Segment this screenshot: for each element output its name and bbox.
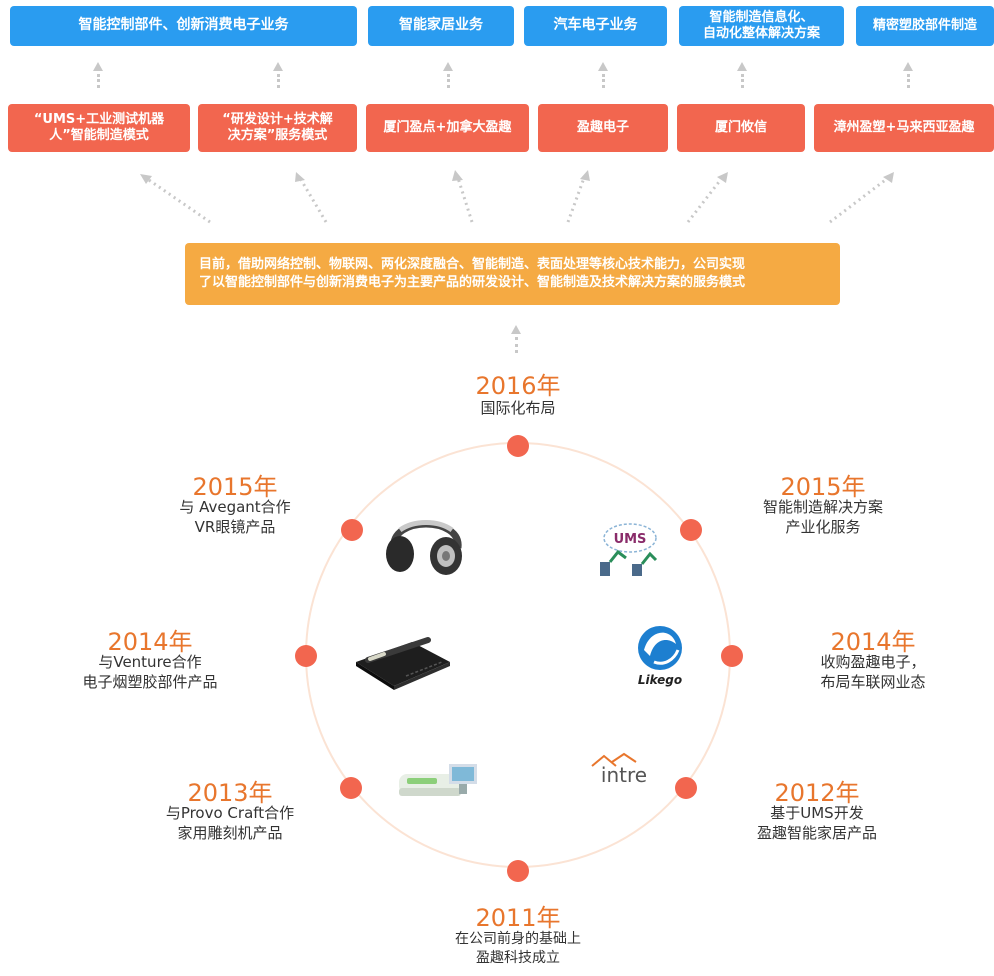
milestone-desc: 与 Avegant合作 VR眼镜产品 [179,498,291,537]
milestone-year: 2011年 [475,904,561,932]
arrow-head [140,174,152,184]
arrow-head [452,170,463,181]
connector-dots [829,176,889,224]
connector-dots [566,177,586,223]
business-label: 智能控制部件、创新消费电子业务 [78,17,289,34]
summary-box: 目前，借助网络控制、物联网、两化深度融合、智能制造、表面处理等核心技术能力，公司… [185,243,840,305]
subsidiary-label: “研发设计+技术解 决方案”服务模式 [222,111,333,143]
subsidiary-box: “研发设计+技术解 决方案”服务模式 [198,104,357,152]
milestone-node [341,519,363,541]
connector-dots [145,176,211,224]
milestone-desc: 与Venture合作 电子烟塑胶部件产品 [82,653,218,692]
subsidiary-label: “UMS+工业测试机器 人”智能制造模式 [33,111,165,143]
milestone-year: 2016年 [475,372,561,400]
up-arrow-icon [273,62,283,71]
arrow-dots [741,74,744,88]
arrow-head [717,172,728,183]
milestone-node [507,435,529,457]
arrow-dots [447,74,450,88]
milestone-year: 2015年 [780,473,866,501]
milestone-desc: 在公司前身的基础上 盈趣科技成立 [455,931,581,966]
arrow-dots [515,337,518,353]
connector-dots [686,177,724,223]
business-label: 智能家居业务 [399,17,483,34]
milestone-node [507,860,529,882]
arrow-head [883,172,894,183]
up-arrow-icon [93,62,103,71]
arrow-dots [602,74,605,88]
up-arrow-icon [903,62,913,71]
subsidiary-box: 漳州盈塑+马来西亚盈趣 [814,104,994,152]
milestone-year: 2013年 [187,779,273,807]
subsidiary-box: 厦门盈点+加拿大盈趣 [366,104,529,152]
e-cigarette-icon [356,637,450,690]
milestone-year: 2015年 [192,473,278,501]
milestone-node [680,519,702,541]
business-box: 汽车电子业务 [524,6,667,46]
business-label: 汽车电子业务 [553,17,638,34]
milestone-year: 2014年 [107,628,193,656]
milestone-year: 2014年 [830,628,916,656]
milestone-desc: 收购盈趣电子， 布局车联网业态 [820,653,926,692]
milestone-desc: 国际化布局 [480,399,556,417]
arrow-dots [97,74,100,88]
ums-robot-icon: UMS [600,523,658,576]
up-arrow-icon [443,62,453,71]
vr-headset-icon [386,520,462,575]
engraving-machine-icon [399,764,477,796]
summary-text: 目前，借助网络控制、物联网、两化深度融合、智能制造、表面处理等核心技术能力，公司… [199,256,746,290]
up-arrow-icon [598,62,608,71]
subsidiary-box: 厦门攸信 [677,104,805,152]
milestone-desc: 基于UMS开发 盈趣智能家居产品 [756,804,877,843]
subsidiary-box: “UMS+工业测试机器 人”智能制造模式 [8,104,190,152]
milestone-desc: 智能制造解决方案 产业化服务 [762,498,883,537]
business-box: 智能家居业务 [368,6,514,46]
connector-dots [298,177,328,223]
business-label: 精密塑胶部件制造 [872,17,977,33]
connector-dots [456,177,474,223]
milestone-node [295,645,317,667]
up-arrow-icon [737,62,747,71]
milestone-desc: 与Provo Craft合作 家用雕刻机产品 [165,804,295,843]
subsidiary-label: 厦门攸信 [714,119,767,135]
business-label: 智能制造信息化、 自动化整体解决方案 [702,9,820,41]
up-arrow-icon [511,325,521,334]
intre-logo-text: intre [601,763,647,787]
milestone-year: 2012年 [774,779,860,807]
milestone-node [721,645,743,667]
arrow-dots [907,74,910,88]
subsidiary-label: 厦门盈点+加拿大盈趣 [383,119,512,135]
business-box: 智能控制部件、创新消费电子业务 [10,6,357,46]
intre-logo-icon: intre [591,752,647,787]
likego-logo-text: Likego [638,673,682,687]
milestone-node [340,777,362,799]
subsidiary-label: 盈趣电子 [576,119,629,135]
arrow-head [580,170,590,181]
arrow-dots [277,74,280,88]
arrow-head [295,172,305,182]
milestone-node [675,777,697,799]
subsidiary-box: 盈趣电子 [538,104,668,152]
business-box: 精密塑胶部件制造 [856,6,994,46]
likego-logo-icon: Likego [638,626,682,687]
subsidiary-label: 漳州盈塑+马来西亚盈趣 [833,119,975,135]
business-box: 智能制造信息化、 自动化整体解决方案 [679,6,844,46]
ums-logo-text: UMS [614,532,647,547]
